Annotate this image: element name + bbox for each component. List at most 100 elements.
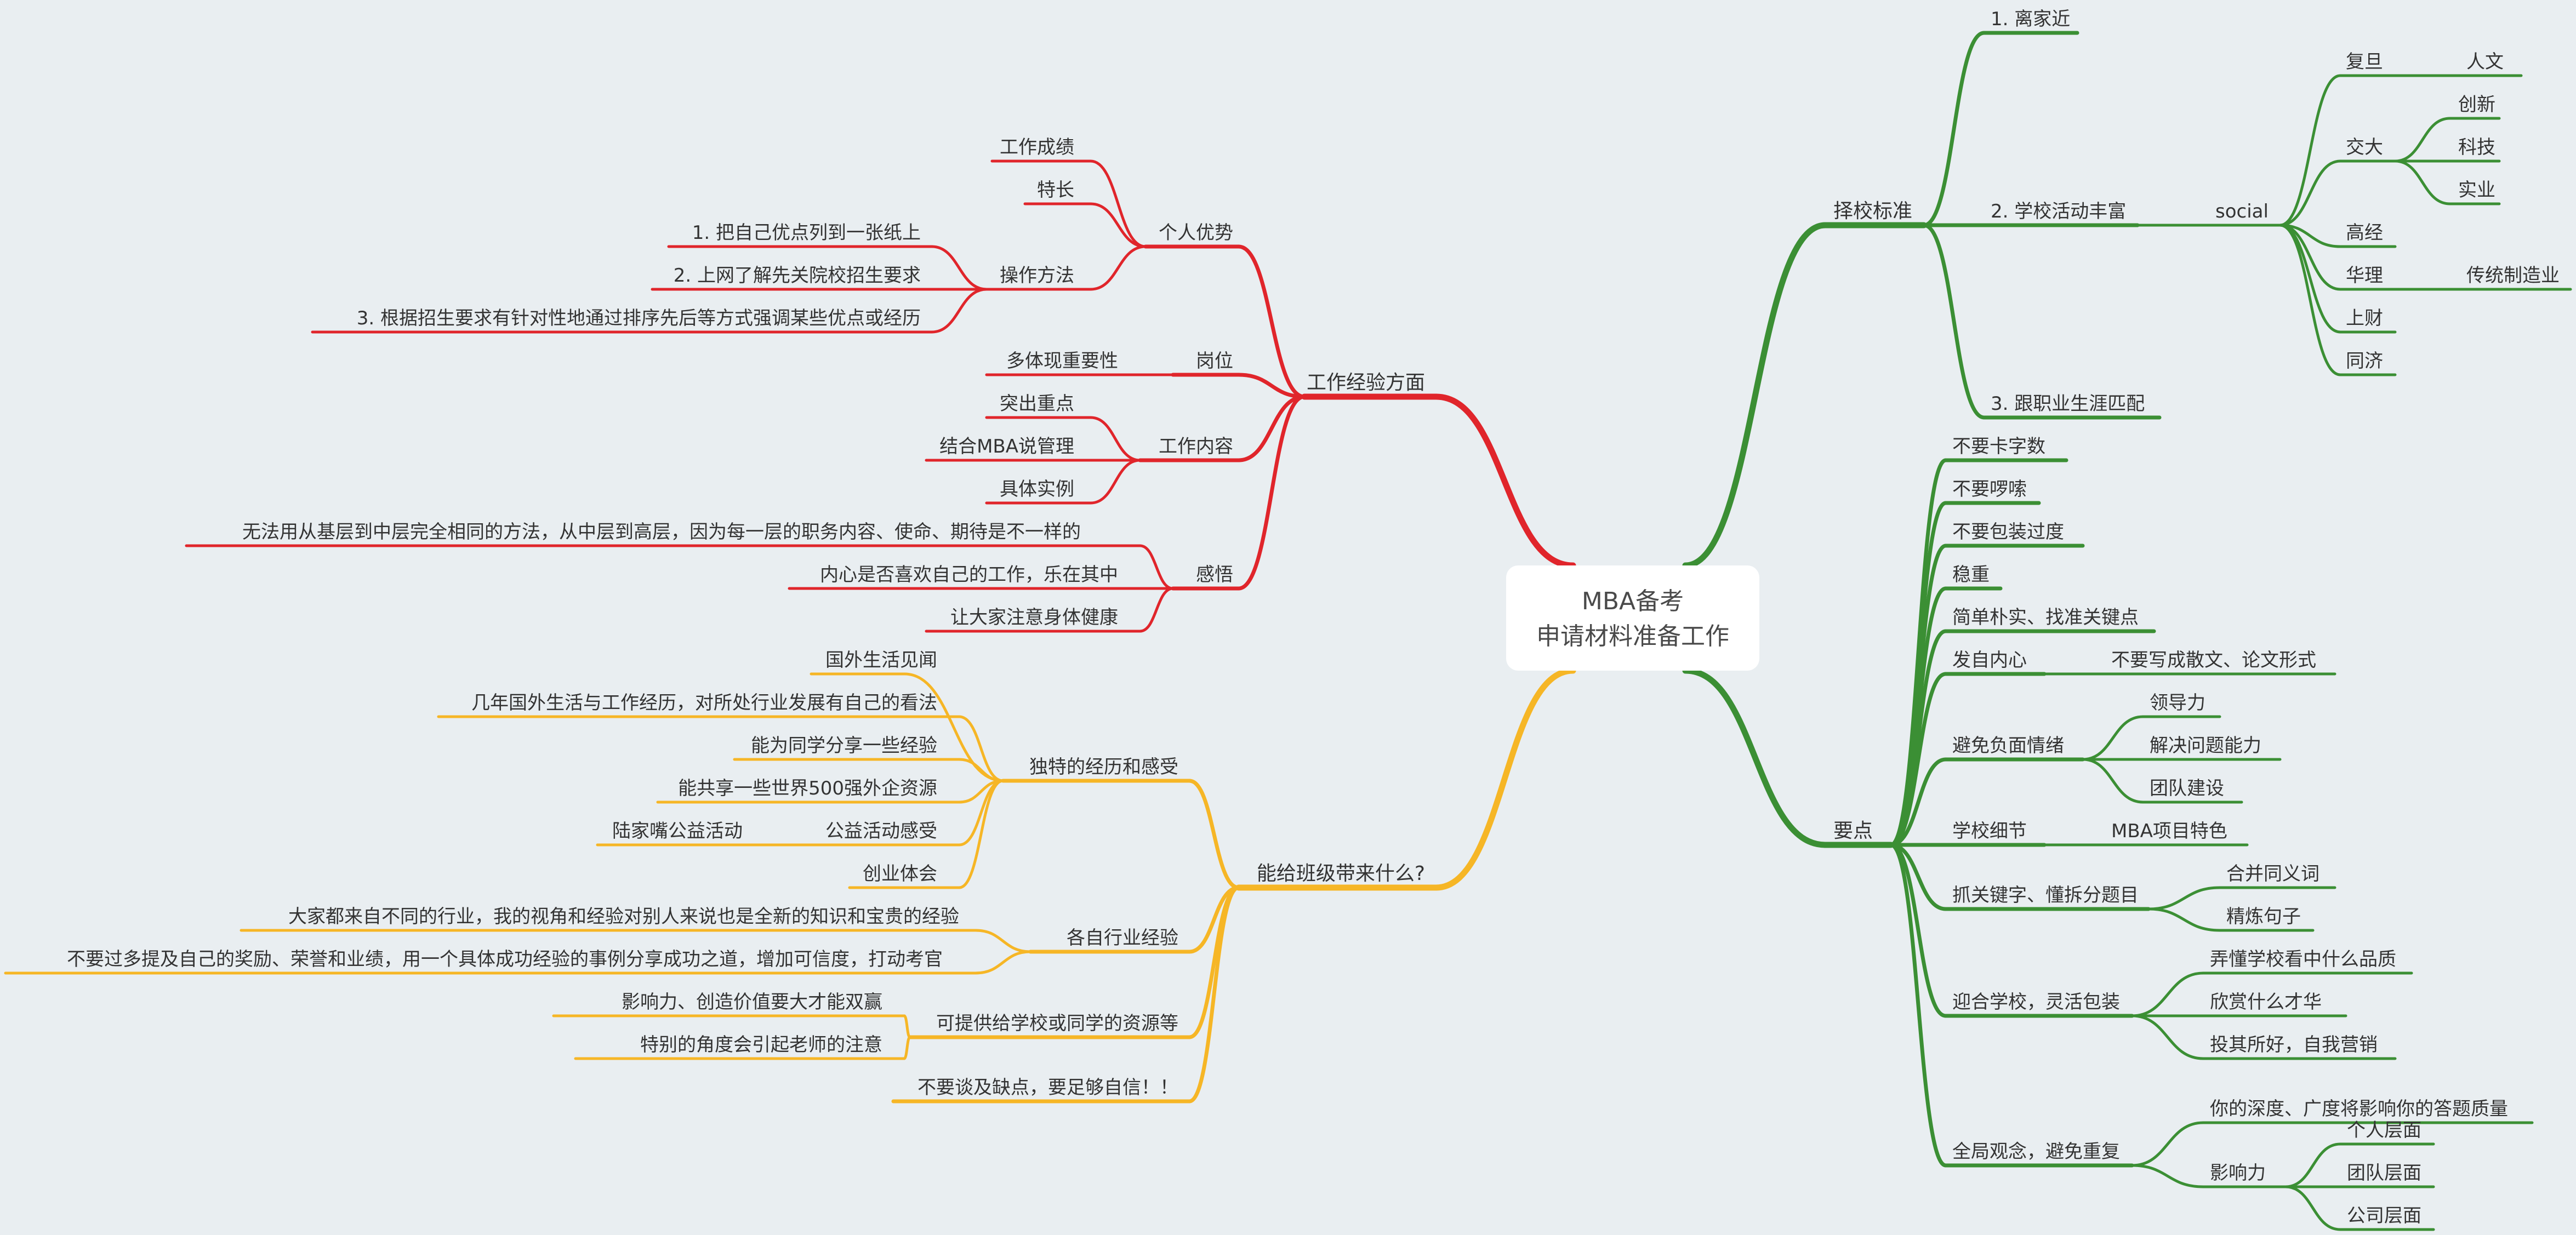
topic-b2a5a[interactable]: 陆家嘴公益活动 xyxy=(596,820,758,847)
topic-b4c[interactable]: 不要包装过度 xyxy=(1944,521,2085,548)
topic-b3b1b2[interactable]: 科技 xyxy=(2448,136,2501,163)
topic-b4k2a[interactable]: 个人层面 xyxy=(2339,1119,2435,1146)
topic-b3b1c[interactable]: 高经 xyxy=(2339,222,2397,248)
topic-b3[interactable]: 择校标准 xyxy=(1822,200,1927,228)
topic-label: 工作成绩 xyxy=(1000,136,1074,158)
topic-b1a3c[interactable]: 3. 根据招生要求有针对性地通过排序先后等方式强调某些优点或经历 xyxy=(311,307,933,334)
topic-b3b1b1[interactable]: 创新 xyxy=(2448,94,2501,120)
topic-b4g3[interactable]: 团队建设 xyxy=(2141,777,2243,804)
topic-b4h[interactable]: 学校细节 xyxy=(1944,820,2047,847)
topic-b1a3b[interactable]: 2. 上网了解先关院校招生要求 xyxy=(651,265,933,291)
root-topic-line-2: 申请材料准备工作 xyxy=(1536,622,1729,650)
topic-label: 创业体会 xyxy=(863,863,937,885)
topic-b4g1[interactable]: 领导力 xyxy=(2141,692,2221,718)
topic-b1c3[interactable]: 具体实例 xyxy=(985,478,1092,505)
connector xyxy=(903,1014,911,1039)
topic-label: 同济 xyxy=(2346,350,2383,372)
topic-b1[interactable]: 工作经验方面 xyxy=(1301,371,1439,400)
topic-b2a4[interactable]: 能共享一些世界500强外企资源 xyxy=(656,777,961,804)
connector xyxy=(1922,31,1986,227)
topic-b4d[interactable]: 稳重 xyxy=(1944,564,2003,591)
topic-b4h1[interactable]: MBA项目特色 xyxy=(2103,820,2249,847)
topic-b2b[interactable]: 各自行业经验 xyxy=(1028,927,1192,954)
topic-label: 工作内容 xyxy=(1159,436,1233,458)
topic-b2a5[interactable]: 公益活动感受 xyxy=(804,820,961,847)
topic-b2c1[interactable]: 影响力、创造价值要大才能双赢 xyxy=(552,991,906,1017)
topic-b3c[interactable]: 3. 跟职业生涯匹配 xyxy=(1982,393,2162,420)
topic-b3b1a[interactable]: 复旦 xyxy=(2339,51,2397,77)
topic-b4f1[interactable]: 不要写成散文、论文形式 xyxy=(2103,649,2336,676)
topic-b3b1b[interactable]: 交大 xyxy=(2339,136,2397,163)
topic-label: 高经 xyxy=(2346,222,2383,244)
connector xyxy=(2278,224,2342,376)
topic-b4b[interactable]: 不要啰嗦 xyxy=(1944,478,2041,505)
topic-label: 国外生活见闻 xyxy=(825,649,937,671)
topic-label: 投其所好，自我营销 xyxy=(2210,1034,2378,1056)
topic-b2a3[interactable]: 能为同学分享一些经验 xyxy=(733,735,961,761)
topic-b4i1[interactable]: 合并同义词 xyxy=(2218,863,2336,889)
topic-b4i[interactable]: 抓关键字、懂拆分题目 xyxy=(1944,884,2151,911)
connector xyxy=(1236,394,1307,462)
topic-b1d[interactable]: 感悟 xyxy=(1171,564,1241,591)
topic-label: 不要过多提及自己的奖励、荣誉和业绩，用一个具体成功经验的事例分享成功之道，增加可… xyxy=(67,948,943,970)
main-connector xyxy=(1682,222,1828,569)
topic-b1c2[interactable]: 结合MBA说管理 xyxy=(925,436,1092,462)
topic-b1c[interactable]: 工作内容 xyxy=(1138,436,1241,462)
topic-b1a1[interactable]: 工作成绩 xyxy=(990,136,1092,163)
topic-b3b1e[interactable]: 上财 xyxy=(2339,307,2397,334)
connector xyxy=(1187,885,1241,954)
topic-b2b2[interactable]: 不要过多提及自己的奖励、荣誉和业绩，用一个具体成功经验的事例分享成功之道，增加可… xyxy=(4,948,977,975)
topic-b1d2[interactable]: 内心是否喜欢自己的工作，乐在其中 xyxy=(788,564,1142,590)
topic-b4k2[interactable]: 影响力 xyxy=(2202,1162,2287,1188)
topic-b4j2[interactable]: 欣赏什么才华 xyxy=(2202,991,2347,1017)
topic-b3b1a1[interactable]: 人文 xyxy=(2459,51,2523,77)
topic-b4k[interactable]: 全局观念，避免重复 xyxy=(1944,1141,2134,1168)
topic-b4j1[interactable]: 弄懂学校看中什么品质 xyxy=(2202,948,2413,975)
topic-b1d3[interactable]: 让大家注意身体健康 xyxy=(925,607,1142,633)
topic-b3a[interactable]: 1. 离家近 xyxy=(1982,8,2079,35)
topic-b4i2[interactable]: 精炼句子 xyxy=(2218,906,2315,932)
topic-b4j[interactable]: 迎合学校，灵活包装 xyxy=(1944,991,2134,1018)
topic-b4j3[interactable]: 投其所好，自我营销 xyxy=(2202,1034,2397,1060)
topic-b4g[interactable]: 避免负面情绪 xyxy=(1944,735,2085,762)
topic-b2c[interactable]: 可提供给学校或同学的资源等 xyxy=(908,1013,1192,1039)
topic-b4k2b[interactable]: 团队层面 xyxy=(2339,1162,2435,1188)
topic-b2b1[interactable]: 大家都来自不同的行业，我的视角和经验对别人来说也是全新的知识和宝贵的经验 xyxy=(240,906,977,932)
connector xyxy=(2081,715,2145,761)
topic-b1a3[interactable]: 操作方法 xyxy=(985,265,1092,291)
topic-b2a6[interactable]: 创业体会 xyxy=(848,863,961,889)
topic-b4f[interactable]: 发自内心 xyxy=(1944,649,2047,676)
topic-b1a3a[interactable]: 1. 把自己优点列到一张纸上 xyxy=(667,222,933,248)
topic-b4e[interactable]: 简单朴实、找准关键点 xyxy=(1944,607,2156,633)
topic-label: 特长 xyxy=(1037,179,1074,201)
topic-b1a2[interactable]: 特长 xyxy=(1023,179,1092,205)
topic-b2d[interactable]: 不要谈及缺点，要足够自信！！ xyxy=(891,1077,1192,1104)
topic-b2a2[interactable]: 几年国外生活与工作经历，对所处行业发展有自己的看法 xyxy=(437,692,961,718)
topic-label: 学校细节 xyxy=(1952,820,2027,842)
topic-b1b1[interactable]: 多体现重要性 xyxy=(985,350,1142,376)
topic-b3b1b3[interactable]: 实业 xyxy=(2448,179,2501,205)
topic-b3b1d1[interactable]: 传统制造业 xyxy=(2459,265,2572,291)
topic-label: 抓关键字、懂拆分题目 xyxy=(1952,884,2139,906)
topic-b2c2[interactable]: 特别的角度会引起老师的注意 xyxy=(574,1034,906,1060)
topic-b3b1[interactable]: social xyxy=(2207,201,2282,227)
topic-b1a[interactable]: 个人优势 xyxy=(1143,222,1241,249)
topic-b2a[interactable]: 独特的经历和感受 xyxy=(1001,756,1192,783)
topic-b3b[interactable]: 2. 学校活动丰富 xyxy=(1982,201,2140,227)
topic-b1b[interactable]: 岗位 xyxy=(1171,350,1241,377)
topic-label: 不要卡字数 xyxy=(1952,436,2045,458)
topic-b4g2[interactable]: 解决问题能力 xyxy=(2141,735,2282,761)
topic-b1d1[interactable]: 无法用从基层到中层完全相同的方法，从中层到高层，因为每一层的职务内容、使命、期待… xyxy=(185,521,1142,547)
topic-b4k1[interactable]: 你的深度、广度将影响你的答题质量 xyxy=(2202,1098,2534,1124)
topic-b4[interactable]: 要点 xyxy=(1822,820,1894,848)
topic-b3b1f[interactable]: 同济 xyxy=(2339,350,2397,376)
topic-b1c1[interactable]: 突出重点 xyxy=(985,393,1092,419)
topic-b4k2c[interactable]: 公司层面 xyxy=(2339,1205,2435,1231)
topic-b3b1d[interactable]: 华理 xyxy=(2339,265,2397,291)
topic-b4a[interactable]: 不要卡字数 xyxy=(1944,436,2068,462)
topic-b2a1[interactable]: 国外生活见闻 xyxy=(810,649,937,676)
topic-b2[interactable]: 能给班级带来什么? xyxy=(1235,862,1439,891)
root-topic[interactable]: MBA备考 申请材料准备工作 xyxy=(1506,565,1759,671)
connector xyxy=(2130,1121,2205,1167)
